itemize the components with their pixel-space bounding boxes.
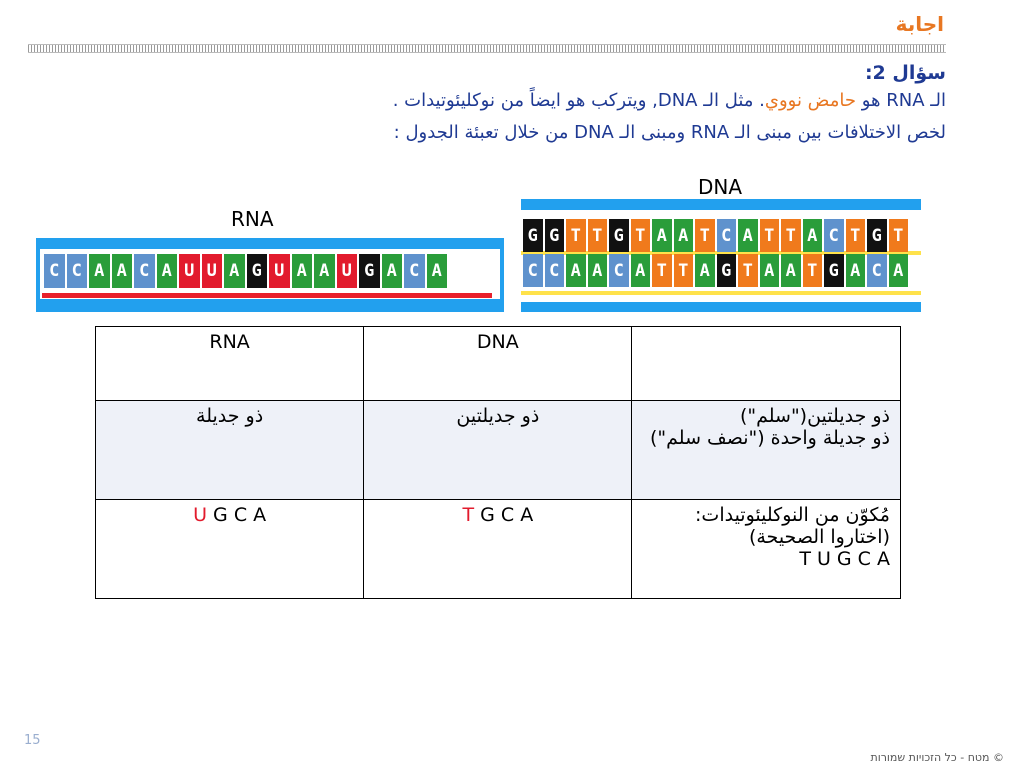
table-row-nucleotides: مُكوّن من النوكليئوتيدات: (اختاروا الصحي…	[94, 499, 901, 599]
question-line-1-prefix: الـ RNA هو	[855, 90, 946, 111]
rna-base-C: C	[66, 254, 87, 288]
rna-base-C: C	[44, 254, 65, 288]
dna-bottom-base-T: T	[652, 254, 672, 287]
dna-top-base-A: A	[802, 219, 822, 252]
strands-dna-cell: ذو جديلتين	[363, 400, 633, 500]
copyright-footer: © מטח - כל הזכויות שמורות	[870, 751, 1004, 764]
dna-bottom-base-T: T	[673, 254, 693, 287]
rna-figure-label: RNA	[231, 207, 274, 231]
rna-base-A: A	[111, 254, 132, 288]
dna-bottom-base-A: A	[587, 254, 607, 287]
header-dna-cell: DNA	[363, 326, 633, 401]
rna-base-U: U	[336, 254, 357, 288]
nucleotides-instruction: (اختاروا الصحيحة)	[748, 526, 890, 548]
rna-base-G: G	[246, 254, 267, 288]
rna-nucleotides: U G C A	[193, 504, 266, 526]
question-line-2: لخص الاختلافات بين مبنى الـ RNA ومبنى ال…	[393, 122, 946, 143]
dna-top-base-A: A	[673, 219, 693, 252]
dna-figure-label: DNA	[698, 175, 743, 199]
dna-backbone-middle	[521, 251, 921, 255]
dna-top-base-T: T	[888, 219, 908, 252]
dna-bottom-base-G: G	[716, 254, 736, 287]
rna-base-C: C	[404, 254, 425, 288]
rna-base-A: A	[426, 254, 447, 288]
dna-top-base-T: T	[781, 219, 801, 252]
rna-shared-bases: G C A	[207, 504, 267, 526]
dna-top-base-T: T	[566, 219, 586, 252]
rna-base-U: U	[201, 254, 222, 288]
nucleotides-options: T U G C A	[642, 548, 890, 570]
dna-bottom-base-G: G	[824, 254, 844, 287]
nucleic-acid-highlight: حامض نووي	[764, 90, 856, 111]
page-number: 15	[24, 733, 41, 748]
rna-base-A: A	[89, 254, 110, 288]
rna-base-A: A	[224, 254, 245, 288]
nucleotides-property-cell: مُكوّن من النوكليئوتيدات: (اختاروا الصحي…	[631, 499, 901, 599]
rna-base-C: C	[134, 254, 155, 288]
dna-bottom-base-A: A	[630, 254, 650, 287]
dna-top-base-A: A	[652, 219, 672, 252]
rna-base-U: U	[179, 254, 200, 288]
dna-top-base-A: A	[738, 219, 758, 252]
dna-bottom-base-A: A	[759, 254, 779, 287]
dna-bottom-base-T: T	[802, 254, 822, 287]
rna-base-G: G	[359, 254, 380, 288]
question-line-1-suffix: . مثل الـ DNA, ويتركب هو ايضاً من نوكليئ…	[392, 90, 765, 111]
dna-top-base-C: C	[824, 219, 844, 252]
dna-bottom-base-A: A	[888, 254, 908, 287]
nucleotides-options-text: T U G C A	[799, 548, 890, 570]
nucleotides-rna-cell: U G C A	[94, 499, 365, 599]
rna-base-A: A	[314, 254, 335, 288]
dna-shared-bases: G C A	[474, 504, 534, 526]
dna-top-base-T: T	[759, 219, 779, 252]
comparison-table: DNA RNA ذو جديلتين("سلم") ذو جديلة واحدة…	[94, 326, 901, 599]
dna-unique-base: T	[462, 504, 475, 526]
strands-rna-cell: ذو جديلة	[94, 400, 365, 500]
dna-top-base-C: C	[716, 219, 736, 252]
dna-bottom-base-A: A	[695, 254, 715, 287]
strands-property-cell: ذو جديلتين("سلم") ذو جديلة واحدة ("نصف س…	[631, 400, 901, 500]
question-line-1: الـ RNA هو حامض نووي. مثل الـ DNA, ويترك…	[393, 90, 946, 111]
strands-option-single: ذو جديلة واحدة ("نصف سلم")	[650, 427, 890, 449]
dna-top-base-T: T	[845, 219, 865, 252]
dna-top-base-G: G	[544, 219, 564, 252]
dna-top-base-G: G	[523, 219, 543, 252]
dna-top-base-G: G	[867, 219, 887, 252]
nucleotides-prompt: مُكوّن من النوكليئوتيدات:	[695, 504, 890, 526]
table-header-row: DNA RNA	[94, 326, 901, 401]
question-title: سؤال 2:	[864, 62, 946, 84]
dna-bottom-base-C: C	[867, 254, 887, 287]
nucleotides-dna-cell: T G C A	[363, 499, 633, 599]
dna-bottom-base-A: A	[781, 254, 801, 287]
title-divider	[28, 44, 946, 53]
dna-nucleotides: T G C A	[462, 504, 533, 526]
dna-top-base-T: T	[587, 219, 607, 252]
dna-bottom-base-C: C	[523, 254, 543, 287]
dna-backbone-bottom	[521, 291, 921, 295]
strands-option-double: ذو جديلتين("سلم")	[739, 405, 890, 427]
rna-base-A: A	[156, 254, 177, 288]
dna-top-base-T: T	[630, 219, 650, 252]
dna-bottom-base-A: A	[566, 254, 586, 287]
dna-bottom-base-A: A	[845, 254, 865, 287]
header-rna-cell: RNA	[94, 326, 365, 401]
rna-base-A: A	[381, 254, 402, 288]
slide-title: اجابة	[895, 12, 944, 36]
rna-backbone	[42, 293, 492, 298]
rna-unique-base: U	[193, 504, 208, 526]
rna-base-U: U	[269, 254, 290, 288]
dna-bottom-base-C: C	[609, 254, 629, 287]
header-property-cell	[631, 326, 901, 401]
dna-bottom-base-T: T	[738, 254, 758, 287]
dna-top-base-T: T	[695, 219, 715, 252]
dna-top-base-G: G	[609, 219, 629, 252]
dna-bottom-base-C: C	[544, 254, 564, 287]
table-row-strands: ذو جديلتين("سلم") ذو جديلة واحدة ("نصف س…	[94, 400, 901, 500]
rna-base-A: A	[291, 254, 312, 288]
